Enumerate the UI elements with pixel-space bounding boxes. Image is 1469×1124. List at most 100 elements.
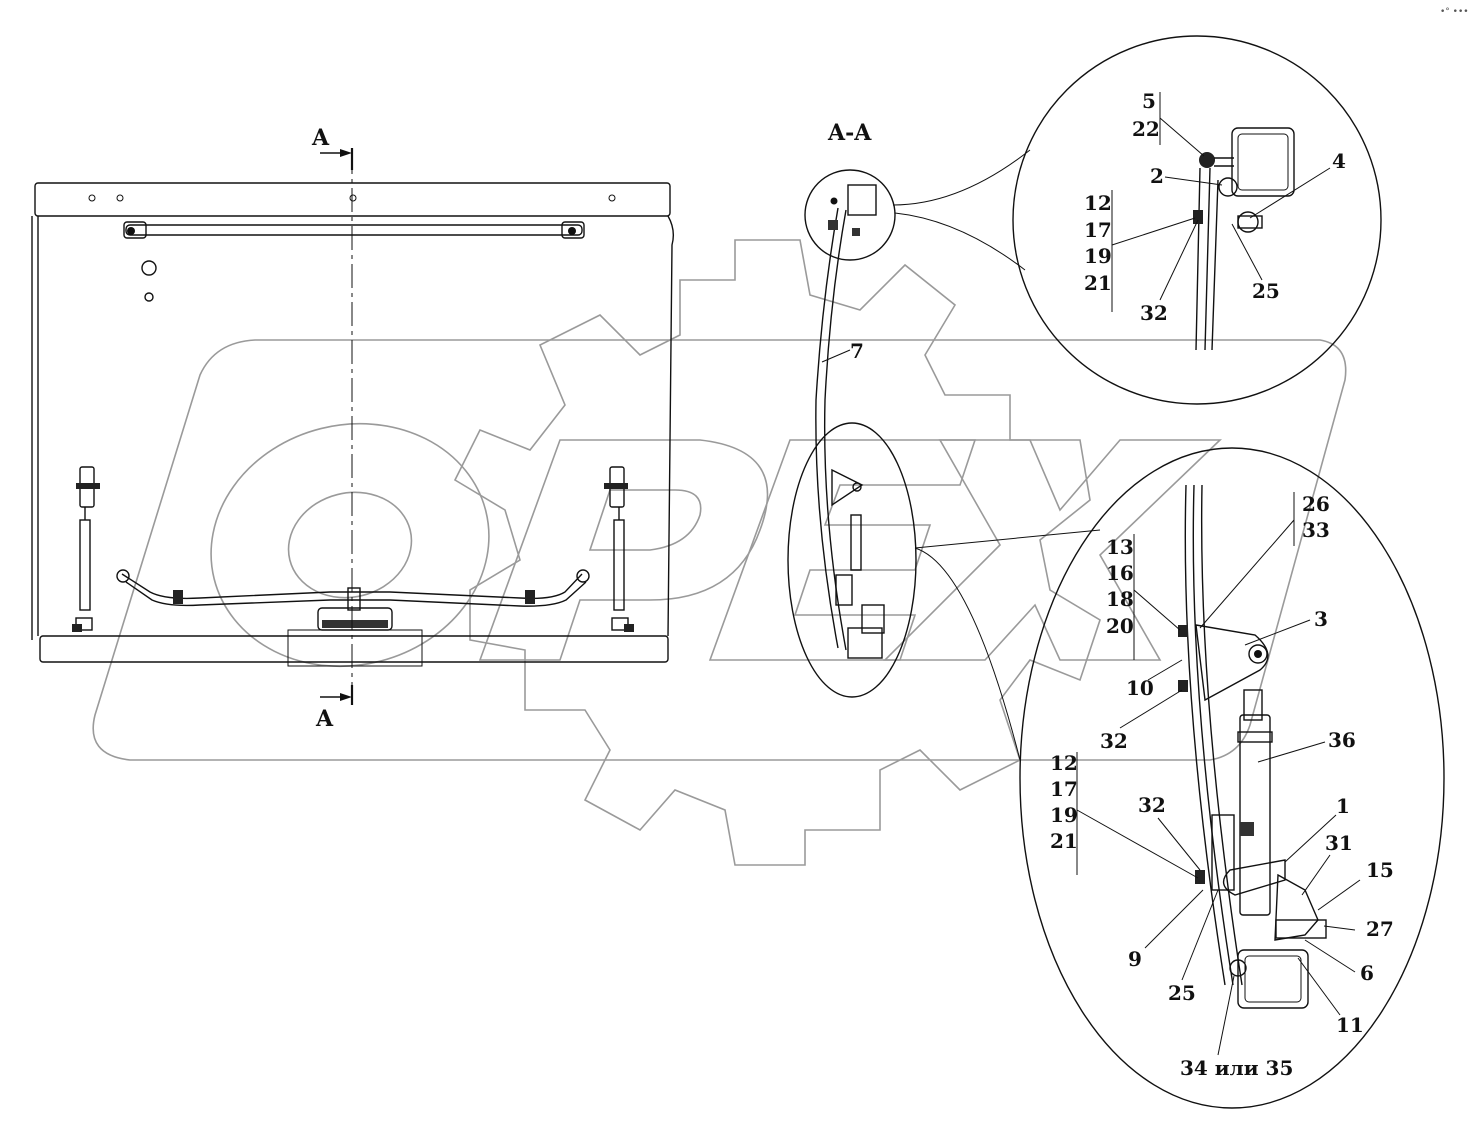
gas-strut-right <box>604 466 634 632</box>
label-12: 12 <box>1050 751 1078 775</box>
item-25-bracket <box>1237 215 1263 229</box>
tube-section <box>1231 127 1295 197</box>
connector-top-2 <box>894 212 1026 271</box>
connector-bottom-1 <box>914 529 1101 549</box>
label-26: 26 <box>1302 492 1330 516</box>
watermark-gear-outline <box>453 239 1101 866</box>
leader <box>1119 689 1183 729</box>
leader <box>1144 889 1204 949</box>
clamp-body <box>1211 814 1235 891</box>
lock-block <box>317 607 393 631</box>
label-5: 5 <box>1142 89 1156 113</box>
leader <box>1323 925 1356 931</box>
label-36: 36 <box>1328 728 1356 752</box>
label-19: 19 <box>1084 244 1112 268</box>
label-21: 21 <box>1084 271 1112 295</box>
joint <box>116 569 130 583</box>
panel-edge-2 <box>1192 484 1234 986</box>
hole <box>116 194 124 202</box>
label-9: 9 <box>1128 947 1142 971</box>
fastener-12 <box>1193 210 1203 224</box>
latch <box>861 604 885 634</box>
leader <box>1133 589 1181 631</box>
watermark-letter-p <box>478 439 769 661</box>
section-view-title: A-A <box>827 120 872 146</box>
label-4: 4 <box>1332 149 1346 173</box>
body-outline <box>31 215 675 640</box>
front-view: A A <box>31 125 675 732</box>
leader <box>1244 619 1311 646</box>
label-3: 3 <box>1314 607 1328 631</box>
latch-plate-27 <box>1275 919 1327 939</box>
clamp <box>173 590 183 604</box>
label-21: 21 <box>1050 829 1078 853</box>
bar-bracket-left <box>123 221 147 239</box>
section-marker-bottom: A <box>315 706 334 732</box>
leader <box>1199 519 1295 629</box>
top-tube <box>847 184 877 216</box>
leader <box>1317 879 1361 911</box>
arrowhead <box>340 693 352 701</box>
arrowhead <box>340 149 352 157</box>
bolt <box>127 227 135 235</box>
leader-7 <box>821 349 851 363</box>
bottom-panel <box>39 635 669 663</box>
watermark-letter-x <box>883 439 1222 661</box>
bracket-3 <box>1195 624 1269 702</box>
lock-base <box>322 620 388 628</box>
leader <box>1217 975 1235 1056</box>
item-5-head <box>1199 152 1215 168</box>
connector-top-1 <box>892 149 1031 206</box>
leader <box>1284 814 1337 863</box>
hole-small <box>144 292 154 302</box>
handle-1 <box>1222 859 1286 896</box>
joint <box>576 569 590 583</box>
label-1: 1 <box>1336 794 1350 818</box>
label-6: 6 <box>1360 961 1374 985</box>
label-15: 15 <box>1366 858 1394 882</box>
panel-curve-inner <box>823 209 847 651</box>
bottom-tube-11 <box>1237 949 1309 1009</box>
label-16: 16 <box>1106 561 1134 585</box>
label-12: 12 <box>1084 191 1112 215</box>
bracket-3 <box>831 468 864 507</box>
leader <box>1159 117 1205 157</box>
panel-edge-3 <box>1200 484 1243 986</box>
lock-post <box>347 587 361 611</box>
leader <box>1111 217 1196 246</box>
label-19: 19 <box>1050 803 1078 827</box>
fastener <box>1240 822 1254 836</box>
panel-edge <box>1195 167 1219 351</box>
section-marker-top: A <box>311 125 330 151</box>
label-20: 20 <box>1106 614 1134 638</box>
leader <box>1157 817 1201 871</box>
label-17: 17 <box>1050 777 1078 801</box>
detail-top: 5 22 2 4 12 17 19 21 25 32 <box>1012 35 1382 405</box>
detail-circle-top <box>1012 35 1382 405</box>
fastener-13 <box>1178 625 1188 637</box>
label-25: 25 <box>1252 279 1280 303</box>
leader <box>1076 809 1199 879</box>
item-2-pin <box>1218 177 1238 197</box>
bracket-pivot <box>1248 644 1268 664</box>
label-18: 18 <box>1106 587 1134 611</box>
bottom-tube-inner <box>1244 955 1302 1003</box>
bracket-pivot-center <box>1254 650 1262 658</box>
leader <box>1301 854 1331 896</box>
fastener <box>852 228 860 236</box>
item-34-pin <box>1229 959 1247 977</box>
bolt <box>568 227 576 235</box>
label-2: 2 <box>1150 164 1164 188</box>
label-13: 13 <box>1106 535 1134 559</box>
strut-36 <box>850 514 862 571</box>
label-34-or-35: 34 или 35 <box>1180 1056 1293 1080</box>
strut-rod <box>1243 689 1263 721</box>
detail-bottom: 26 33 13 16 18 20 3 10 32 36 12 17 19 21… <box>1019 447 1445 1109</box>
section-view: A-A 7 <box>787 120 1101 761</box>
leader <box>1257 741 1326 763</box>
watermark-letter-o-outer <box>210 422 490 668</box>
leader <box>1147 659 1183 681</box>
fastener-12 <box>1195 870 1205 884</box>
watermark-badge-outline <box>92 339 1347 761</box>
